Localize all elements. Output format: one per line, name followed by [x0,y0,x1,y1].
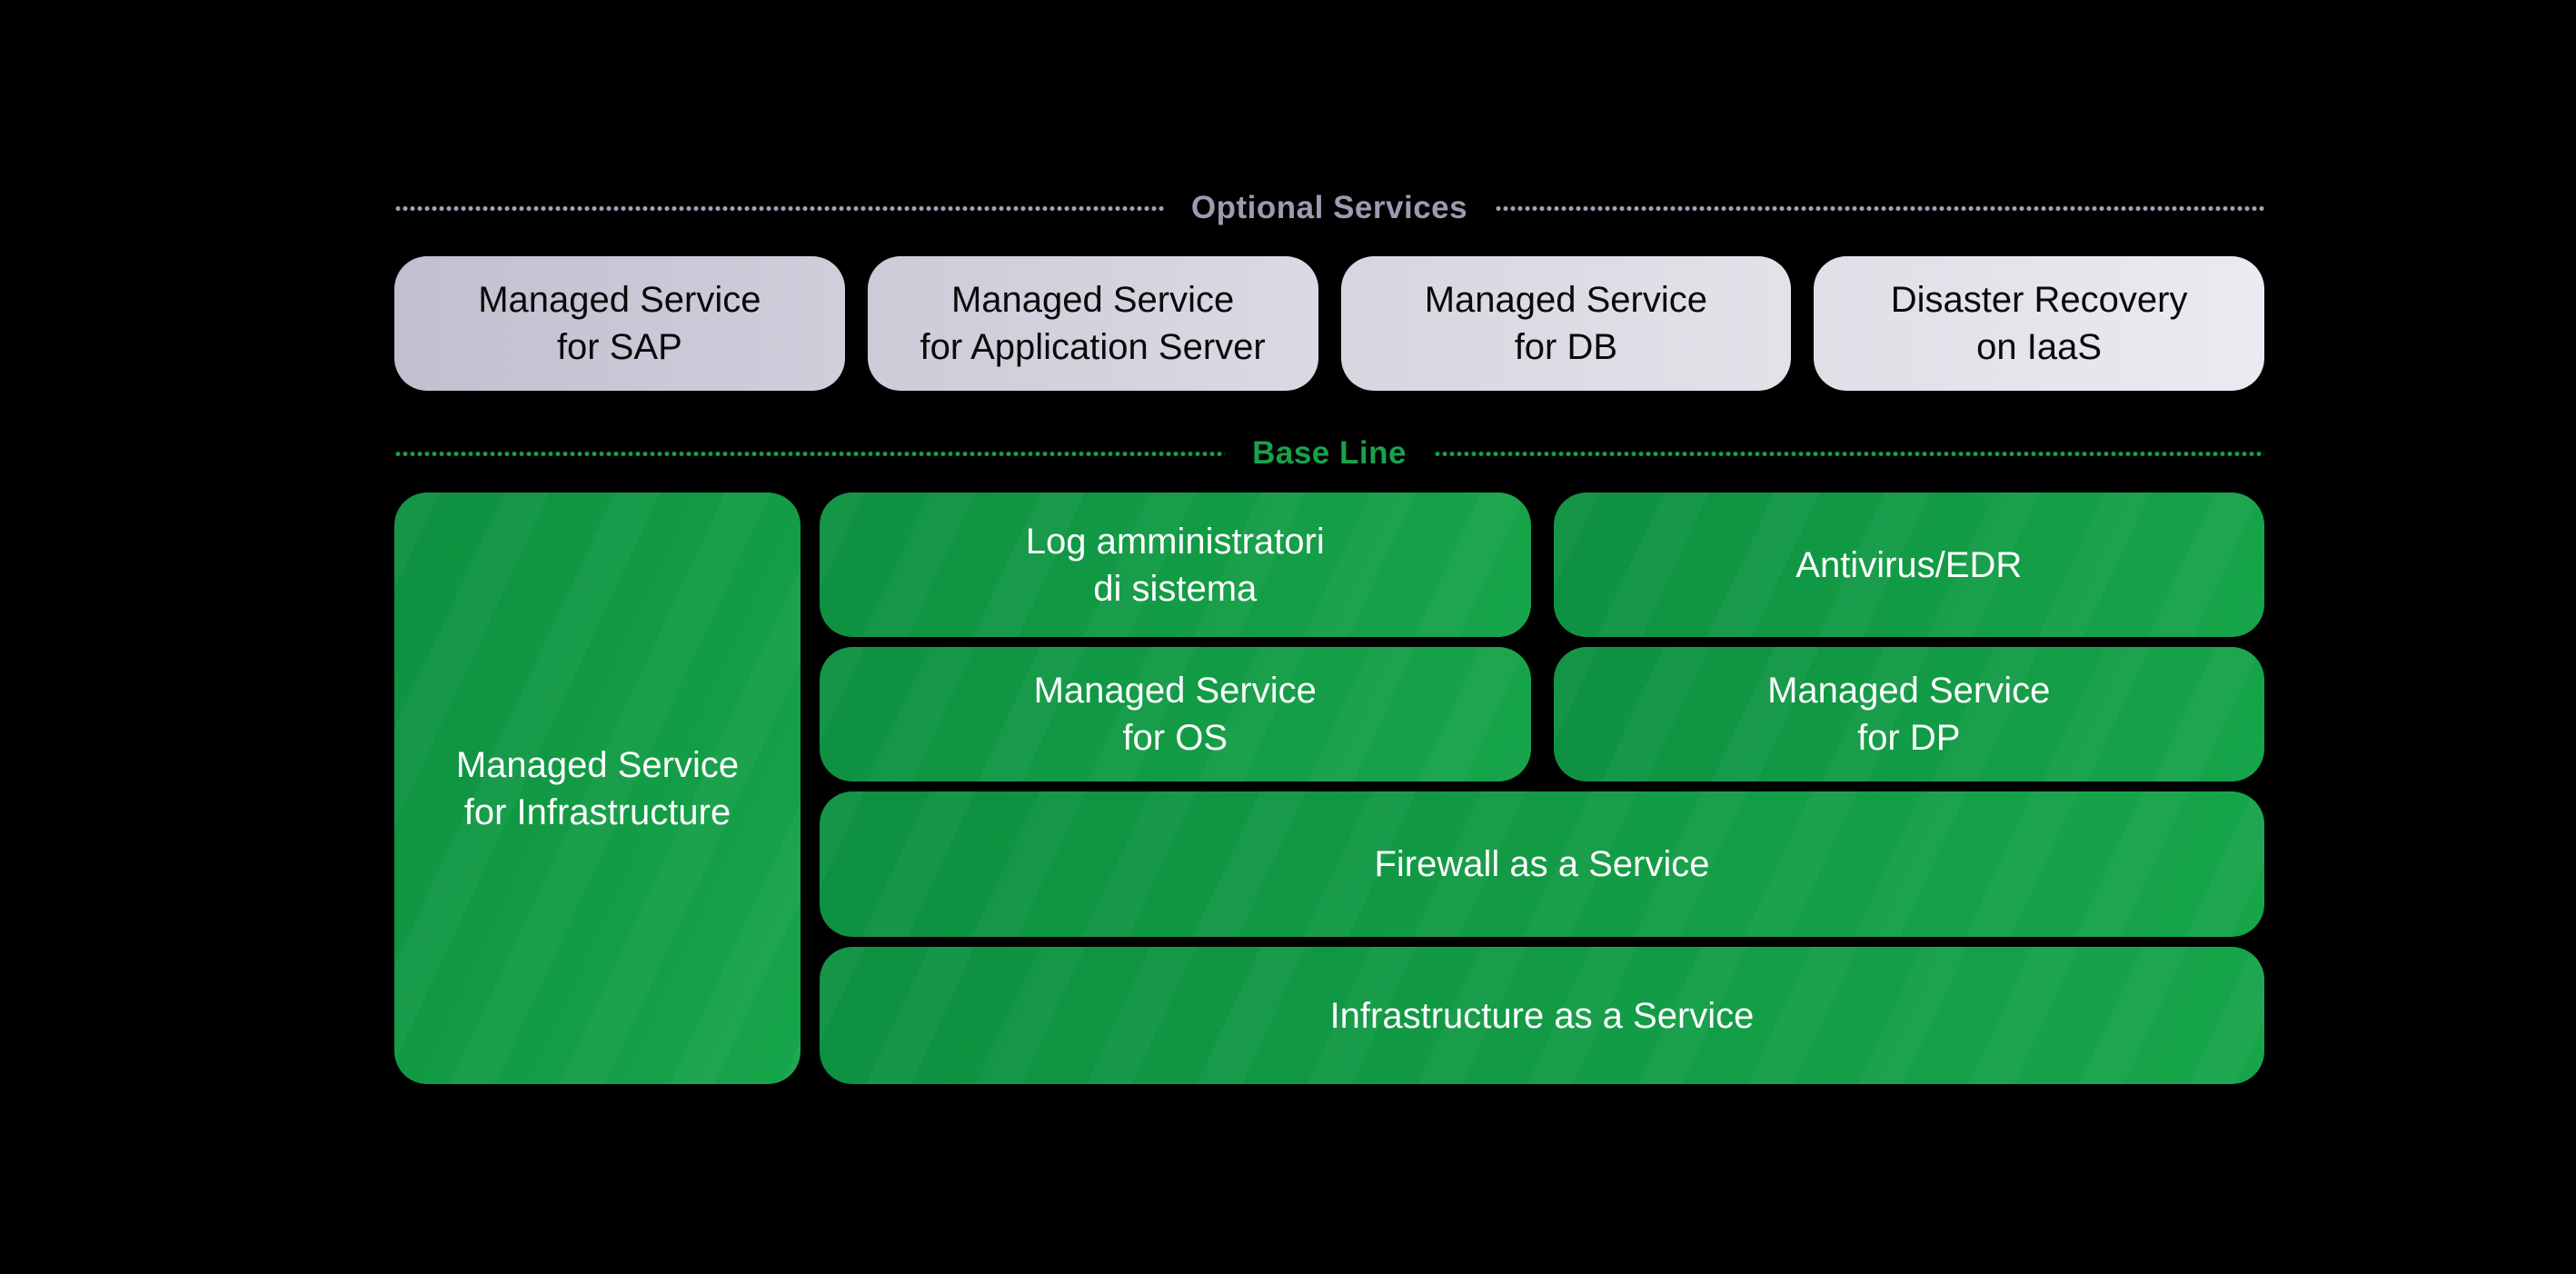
base-line-header: Base Line [394,434,2265,473]
node-log-amministratori: Log amministratori di sistema [820,493,1531,637]
base-line-grid: Managed Service for Infrastructure Log a… [394,493,2264,1084]
node-managed-service-sap: Managed Service for SAP [394,256,845,391]
optional-services-title: Optional Services [1190,190,1468,225]
diagram-content: Optional Services Managed Service for SA… [394,0,2265,1274]
optional-services-header: Optional Services [394,189,2265,227]
node-antivirus-edr: Antivirus/EDR [1553,493,2264,637]
dotted-divider-right [1433,450,2265,457]
node-managed-service-infrastructure: Managed Service for Infrastructure [394,493,801,1084]
base-line-row-2: Managed Service for OS Managed Service f… [820,647,2264,781]
base-line-title: Base Line [1252,435,1407,471]
node-managed-service-application-server: Managed Service for Application Server [867,256,1318,391]
node-managed-service-os: Managed Service for OS [820,647,1531,781]
base-line-row-1: Log amministratori di sistema Antivirus/… [820,493,2264,637]
dotted-divider-right [1495,204,2265,212]
dotted-divider-left [394,204,1164,212]
base-line-right-column: Log amministratori di sistema Antivirus/… [820,493,2264,1084]
node-disaster-recovery-iaas: Disaster Recovery on IaaS [1814,256,2264,391]
node-infrastructure-as-a-service: Infrastructure as a Service [820,947,2264,1084]
dotted-divider-left [394,450,1226,457]
node-managed-service-dp: Managed Service for DP [1553,647,2264,781]
optional-services-row: Managed Service for SAP Managed Service … [394,256,2264,391]
node-firewall-as-a-service: Firewall as a Service [820,791,2264,937]
node-managed-service-db: Managed Service for DB [1340,256,1792,391]
